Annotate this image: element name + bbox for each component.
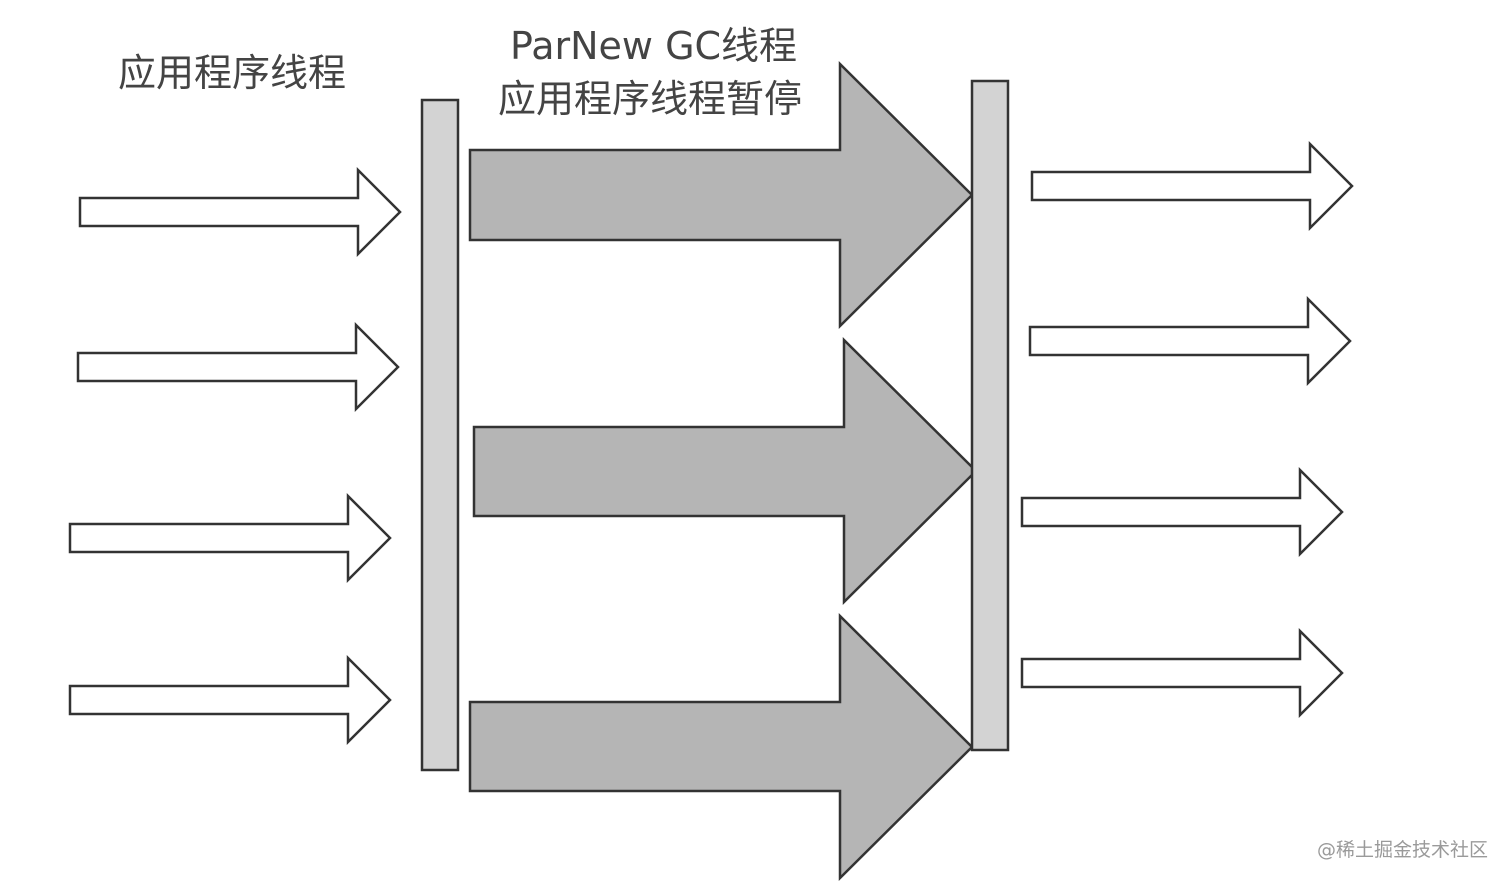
gc-thread-arrow-1 [468,60,974,330]
pause-start-bar [420,98,460,772]
app-threads-label: 应用程序线程 [118,51,347,95]
app-thread-arrow-after-3 [1020,466,1344,558]
app-thread-arrow-after-4 [1020,627,1344,719]
app-thread-arrow-before-4 [68,654,392,746]
gc-threads-label: ParNew GC线程 [510,24,798,68]
app-paused-label: 应用程序线程暂停 [498,77,803,121]
gc-thread-arrow-2 [472,336,978,606]
app-thread-arrow-before-2 [76,321,400,413]
gc-thread-arrow-3 [468,612,974,882]
app-thread-arrow-after-1 [1030,140,1354,232]
app-thread-arrow-before-3 [68,492,392,584]
watermark: @稀土掘金技术社区 [1316,839,1488,861]
pause-end-bar [970,79,1010,752]
app-thread-arrow-before-1 [78,166,402,258]
app-thread-arrow-after-2 [1028,295,1352,387]
